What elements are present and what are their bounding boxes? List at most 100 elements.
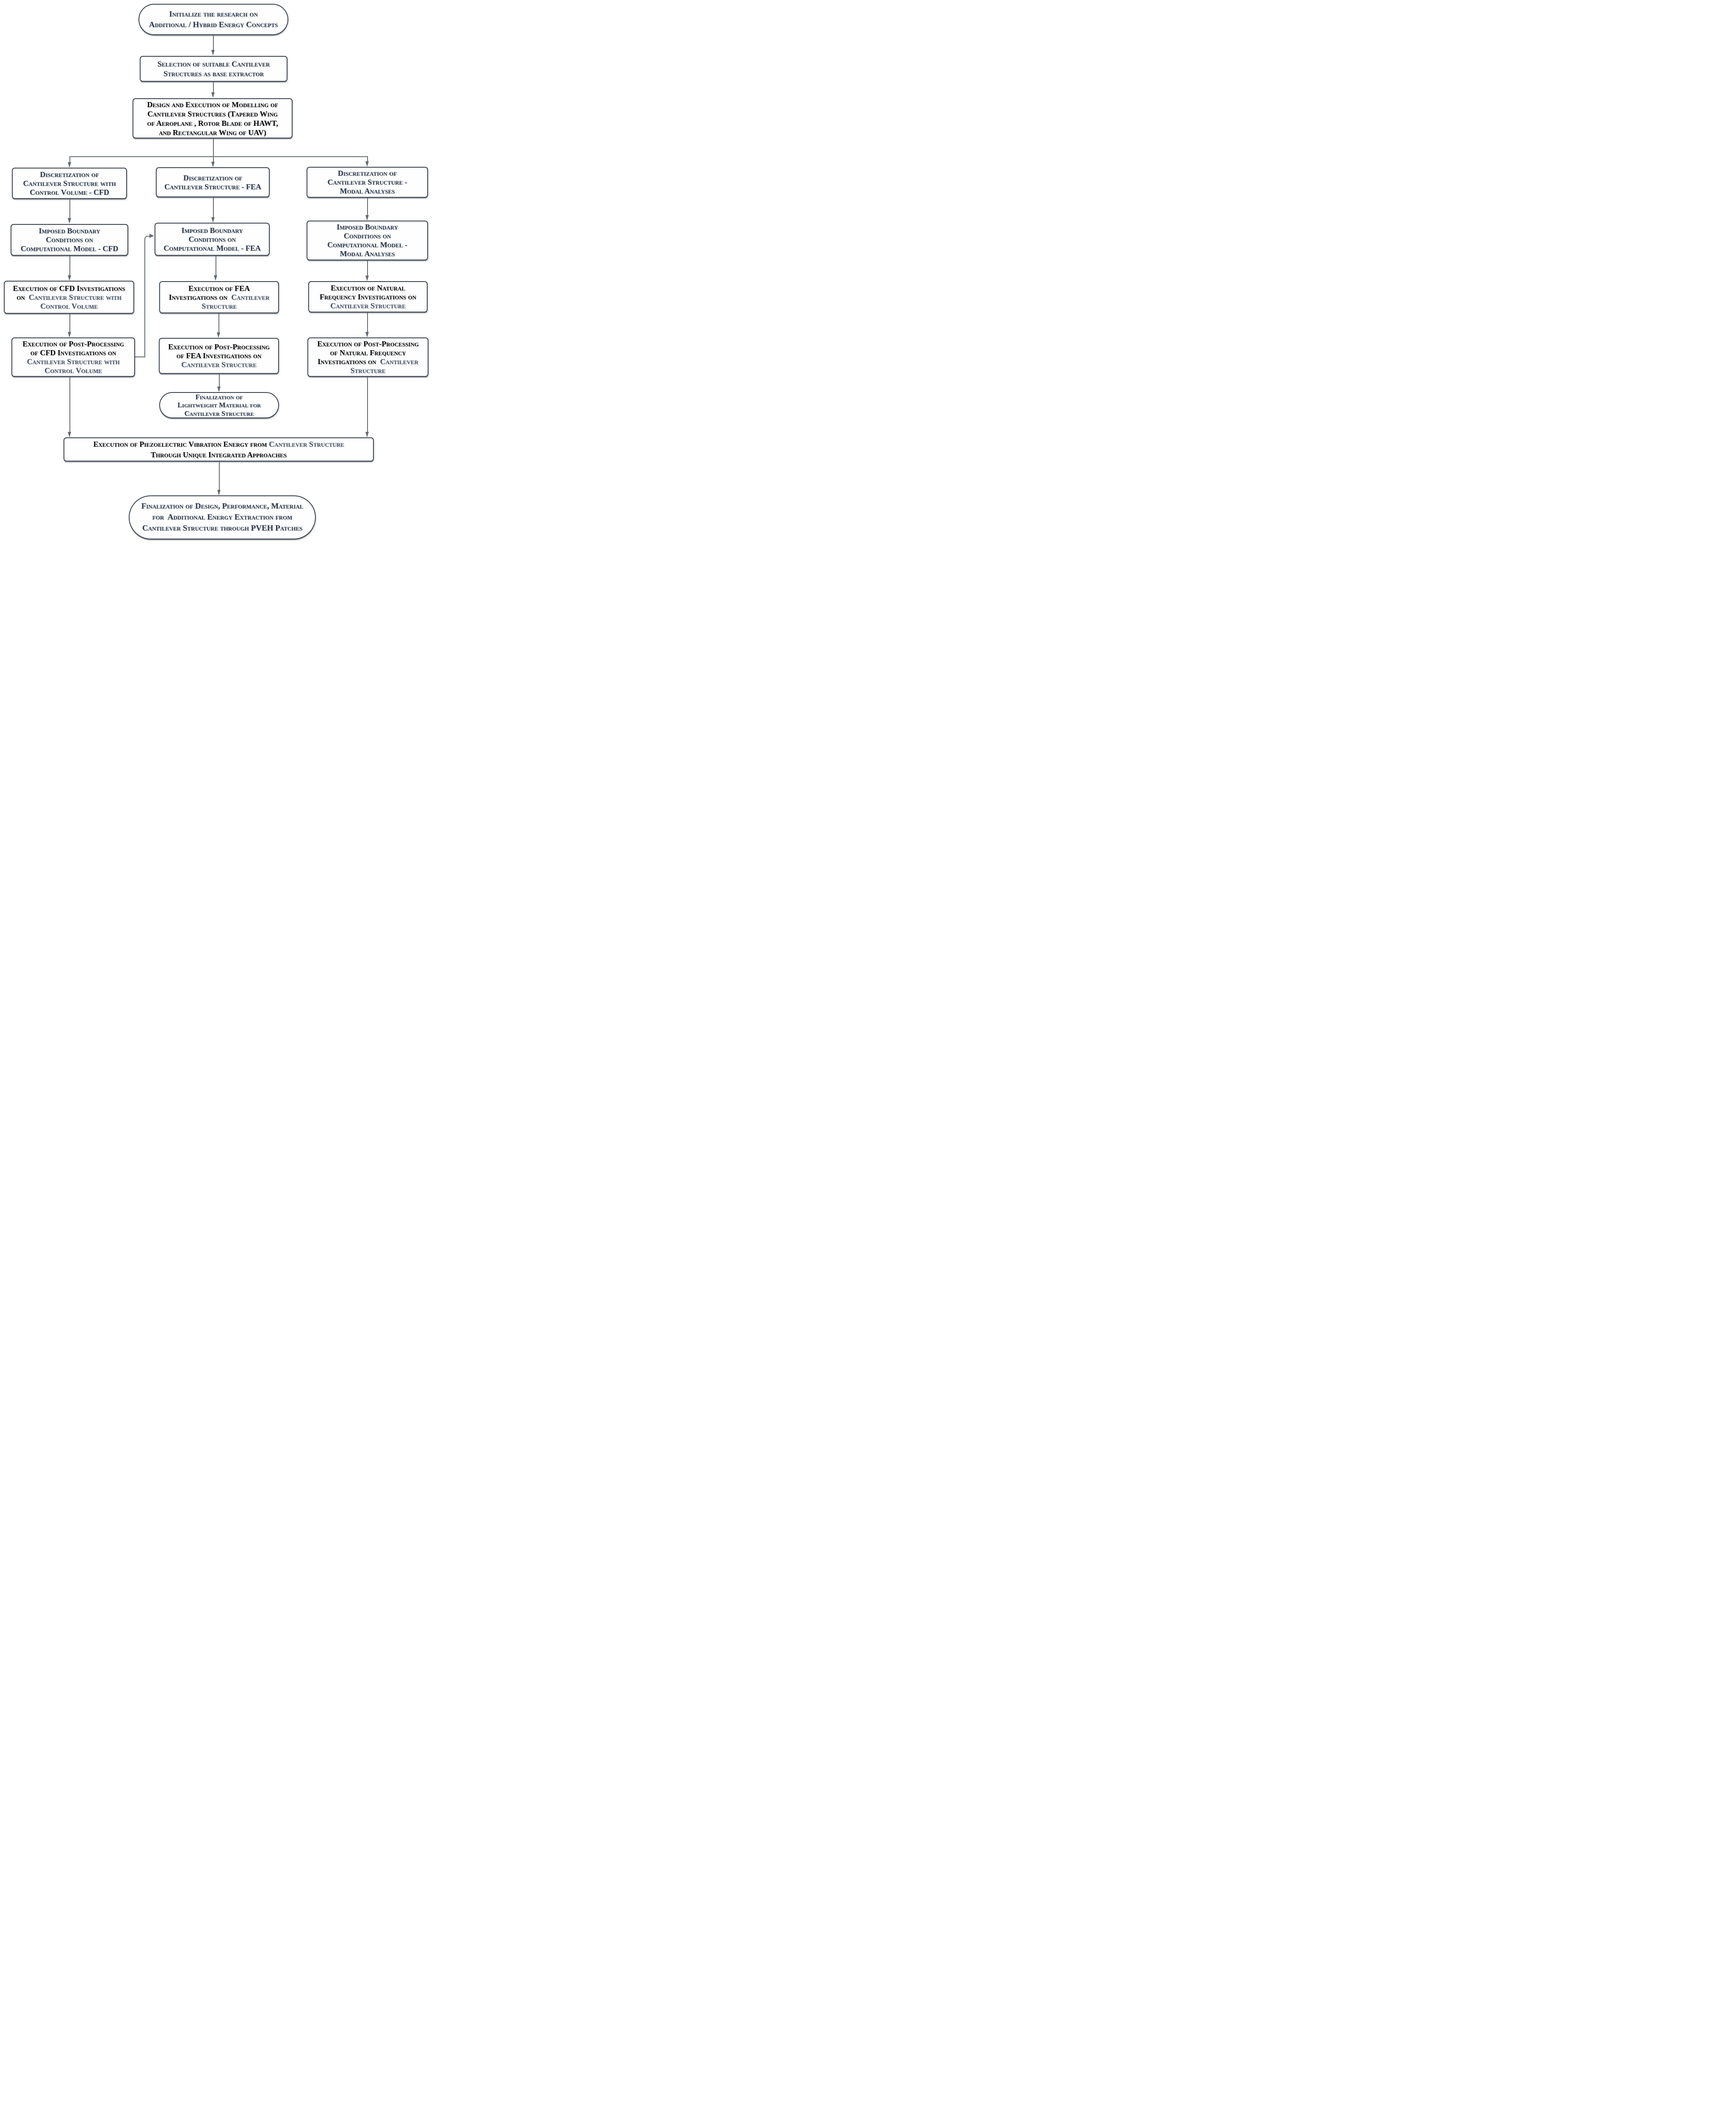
node-text-line: Additional / Hybrid Energy Concepts (149, 20, 278, 29)
node-initialize-research: Initialize the research on Additional / … (138, 4, 288, 35)
node-text-line: Cantilever Structure (184, 409, 254, 417)
node-text-line: Control Volume (44, 366, 102, 375)
arrowhead-exec-nat-to-pp-nat (365, 332, 369, 337)
arrowhead-bc-modal-to-exec-nat (365, 276, 369, 281)
connector-pp-cfd-to-piezo (69, 377, 70, 432)
node-text-line: of Aeroplane , Rotor Blade of HAWT, (147, 119, 278, 127)
node-text-line: Imposed Boundary (39, 227, 100, 235)
node-finalization-design-performance: Finalization of Design, Performance, Mat… (129, 495, 316, 539)
connector-pp-cfd-feedback-to-bc-fea (144, 236, 150, 357)
node-discretization-modal: Discretization of Cantilever Structure -… (307, 167, 428, 198)
node-text-line: Execution of Post-Processing (22, 339, 124, 348)
node-text-line: Cantilever Structure with (23, 179, 116, 188)
connector-pp-nat-to-piezo (367, 377, 368, 432)
arrowhead-pp-fea-to-lightweight (217, 387, 221, 392)
connector-pp-fea-to-lightweight (219, 374, 220, 387)
arrowhead-bc-cfd-to-exec-cfd (68, 275, 71, 281)
arrowhead-disc-fea-to-bc-fea (211, 217, 215, 223)
arrowhead-branch-to-disc-fea (211, 162, 215, 167)
connector-branch-to-disc-modal (367, 156, 368, 161)
node-text-line: Modal Analyses (340, 187, 395, 195)
arrowhead-pp-cfd-to-piezo (68, 432, 71, 437)
connector-init-to-selection (213, 35, 214, 50)
arrowhead-bc-fea-to-exec-fea (214, 275, 217, 281)
connector-branch-horizontal (69, 156, 368, 157)
node-text-line: Cantilever Structures (Tapered Wing (147, 109, 278, 118)
node-text-line: Discretization of (337, 169, 397, 177)
flowchart-canvas: Initialize the research on Additional / … (0, 0, 434, 545)
node-text-line: Selection of suitable Cantilever (157, 59, 270, 68)
node-text-line: Execution of Natural (330, 283, 406, 292)
node-execution-natural-frequency: Execution of Natural Frequency Investiga… (308, 281, 428, 312)
connector-disc-cfd-to-bc-cfd (69, 199, 70, 218)
node-text-line: Investigations on Cantilever (169, 293, 270, 301)
connector-piezo-to-final (219, 462, 220, 490)
node-text-line: Execution of Post-Processing (317, 339, 419, 348)
node-text-line: of Natural Frequency (330, 348, 406, 357)
node-finalization-lightweight-material: Finalization of Lightweight Material for… (159, 392, 279, 418)
node-text-line: Computational Model - (327, 240, 407, 249)
node-text-line: Execution of FEA (188, 284, 250, 293)
node-text-line: Control Volume (40, 301, 98, 310)
node-text-line: Modal Analyses (340, 249, 395, 258)
connector-disc-modal-to-bc-modal (367, 198, 368, 215)
arrowhead-disc-cfd-to-bc-cfd (68, 218, 71, 224)
node-discretization-cfd: Discretization of Cantilever Structure w… (12, 168, 127, 199)
node-postprocessing-fea: Execution of Post-Processing of FEA Inve… (159, 338, 279, 374)
node-text-line: and Rectangular Wing of UAV) (159, 128, 266, 137)
connector-branch-to-disc-fea (213, 156, 214, 162)
node-text-line: Structure (350, 366, 386, 375)
node-text-line: Computational Model - FEA (163, 243, 261, 252)
node-piezoelectric-vibration-energy: Execution of Piezoelectric Vibration Ene… (64, 437, 374, 462)
node-text-line: Investigations on Cantilever (318, 357, 418, 366)
node-text-line: Discretization of (183, 173, 243, 182)
node-text-line: Design and Execution of Modelling of (147, 100, 278, 109)
node-text-line: Cantilever Structure - FEA (164, 182, 261, 191)
arrowhead-piezo-to-final (217, 490, 221, 495)
arrowhead-branch-to-disc-modal (365, 161, 369, 167)
node-text-line: Control Volume - CFD (30, 188, 109, 196)
connector-bc-cfd-to-exec-cfd (69, 256, 70, 275)
node-text-line: Imposed Boundary (336, 223, 398, 231)
node-text-line: of FEA Investigations on (176, 351, 262, 360)
node-text-line: Cantilever Structure - (327, 178, 407, 186)
node-text-line: of CFD Investigations on (30, 348, 116, 357)
node-text-line: Finalization of (195, 392, 243, 401)
node-text-line: Cantilever Structure with (27, 357, 120, 366)
node-text-line: Execution of Piezoelectric Vibration Ene… (93, 439, 344, 448)
node-text-line: Cantilever Structure through PVEH Patche… (142, 524, 303, 533)
node-text-line: Imposed Boundary (181, 226, 243, 235)
node-boundary-conditions-cfd: Imposed Boundary Conditions on Computati… (11, 224, 128, 256)
node-text-line: on Cantilever Structure with (17, 293, 122, 301)
arrowhead-selection-to-design (211, 92, 215, 98)
node-postprocessing-cfd: Execution of Post-Processing of CFD Inve… (11, 337, 135, 377)
node-text-line: Structures as base extractor (163, 69, 264, 78)
node-text-line: Frequency Investigations on (319, 292, 417, 301)
connector-exec-cfd-to-pp-cfd (69, 314, 70, 332)
node-text-line: Conditions on (188, 235, 236, 243)
arrowhead-init-to-selection (211, 50, 215, 55)
node-text-line: Cantilever Structure (181, 360, 257, 369)
node-text-line: Initialize the research on (169, 10, 258, 19)
connector-exec-fea-to-pp-fea (218, 313, 219, 332)
node-text-line: Conditions on (46, 235, 93, 244)
arrowhead-exec-cfd-to-pp-cfd (68, 332, 71, 337)
connector-branch-to-disc-cfd (69, 156, 70, 162)
arrowhead-exec-fea-to-pp-fea (217, 332, 220, 338)
node-text-line: Execution of Post-Processing (168, 343, 270, 351)
node-boundary-conditions-fea: Imposed Boundary Conditions on Computati… (155, 223, 270, 256)
node-text-line: Execution of CFD Investigations (13, 284, 125, 293)
arrowhead-feedback-to-bc-fea (149, 234, 154, 238)
connector-design-to-branch (213, 138, 214, 157)
node-discretization-fea: Discretization of Cantilever Structure -… (156, 167, 270, 197)
connector-bc-modal-to-exec-nat (367, 260, 368, 276)
node-text-line: Finalization of Design, Performance, Mat… (141, 502, 304, 511)
node-text-line: Structure (202, 301, 237, 310)
connector-exec-nat-to-pp-nat (367, 312, 368, 332)
node-execution-fea-investigations: Execution of FEA Investigations on Canti… (159, 281, 279, 313)
node-text-line: Cantilever Structure (330, 301, 406, 310)
arrowhead-disc-modal-to-bc-modal (365, 215, 369, 221)
connector-selection-to-design (213, 82, 214, 93)
node-selection-cantilever: Selection of suitable Cantilever Structu… (140, 56, 287, 82)
node-design-modelling: Design and Execution of Modelling of Can… (133, 98, 293, 138)
